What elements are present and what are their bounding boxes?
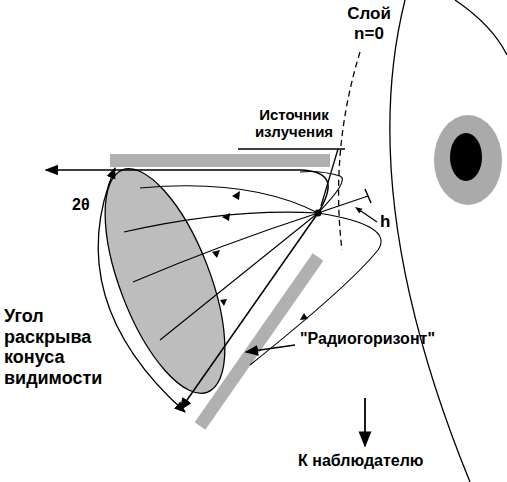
horizon-bar-top: [110, 154, 330, 167]
angle-arc: [98, 168, 185, 412]
h-leader: [358, 209, 377, 222]
height-label: h: [380, 212, 400, 232]
angle-caption: Угол раскрыва конуса видимости: [4, 306, 108, 389]
outer-arc: [455, 0, 507, 55]
ray: [140, 186, 318, 213]
ray-arrow: [222, 213, 230, 221]
source-underline: [238, 148, 345, 149]
layer-n0-dashed: [339, 52, 360, 250]
cone-base: [80, 154, 249, 408]
horizon-leader: [246, 345, 295, 352]
horizon-label: "Радиогоризонт": [300, 330, 500, 348]
layer-label: Слой n=0: [340, 4, 398, 43]
ray-arrow: [212, 250, 220, 258]
ray-arrow: [300, 313, 308, 320]
ray: [133, 213, 318, 282]
observer-label: К наблюдателю: [298, 452, 498, 470]
source-label: Источник излучения: [238, 106, 350, 141]
observer-arrow: [364, 398, 366, 446]
horizon-line-bottom: [180, 213, 318, 410]
h-tick: [365, 189, 371, 203]
source-leader: [321, 149, 338, 206]
ray: [160, 213, 318, 340]
ray: [124, 212, 318, 232]
star-surface-arc: [390, 0, 470, 482]
ray-arrow: [232, 191, 240, 200]
spot-core: [450, 133, 482, 181]
ray-arrow: [220, 299, 227, 306]
angle-value: 2θ: [72, 196, 102, 214]
spot-halo: [434, 115, 502, 205]
